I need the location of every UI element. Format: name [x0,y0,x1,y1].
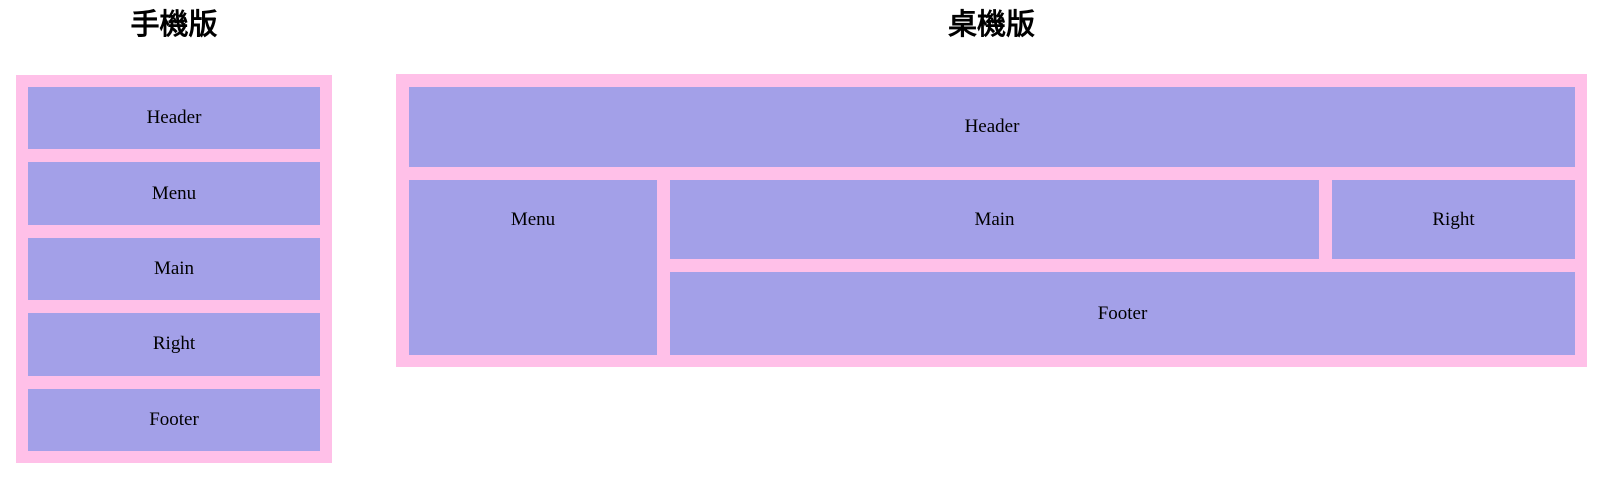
mobile-menu-box: Menu [28,162,320,225]
mobile-main-box: Main [28,237,320,301]
desktop-menu-box: Menu [409,180,657,355]
desktop-menu-label: Menu [510,208,556,230]
desktop-right-box: Right [1332,180,1575,259]
mobile-right-box: Right [28,313,320,376]
desktop-footer-box: Footer [670,272,1575,355]
desktop-main-box: Main [670,180,1319,259]
desktop-header-box: Header [409,87,1575,167]
mobile-layout-panel: Header Menu Main Right Footer [16,75,332,463]
desktop-layout-panel: Header Menu Main Right Footer [396,74,1587,367]
desktop-section-title: 桌機版 [947,9,1035,41]
mobile-header-box: Header [28,87,320,150]
mobile-footer-box: Footer [28,388,320,452]
mobile-section-title: 手機版 [130,9,218,41]
